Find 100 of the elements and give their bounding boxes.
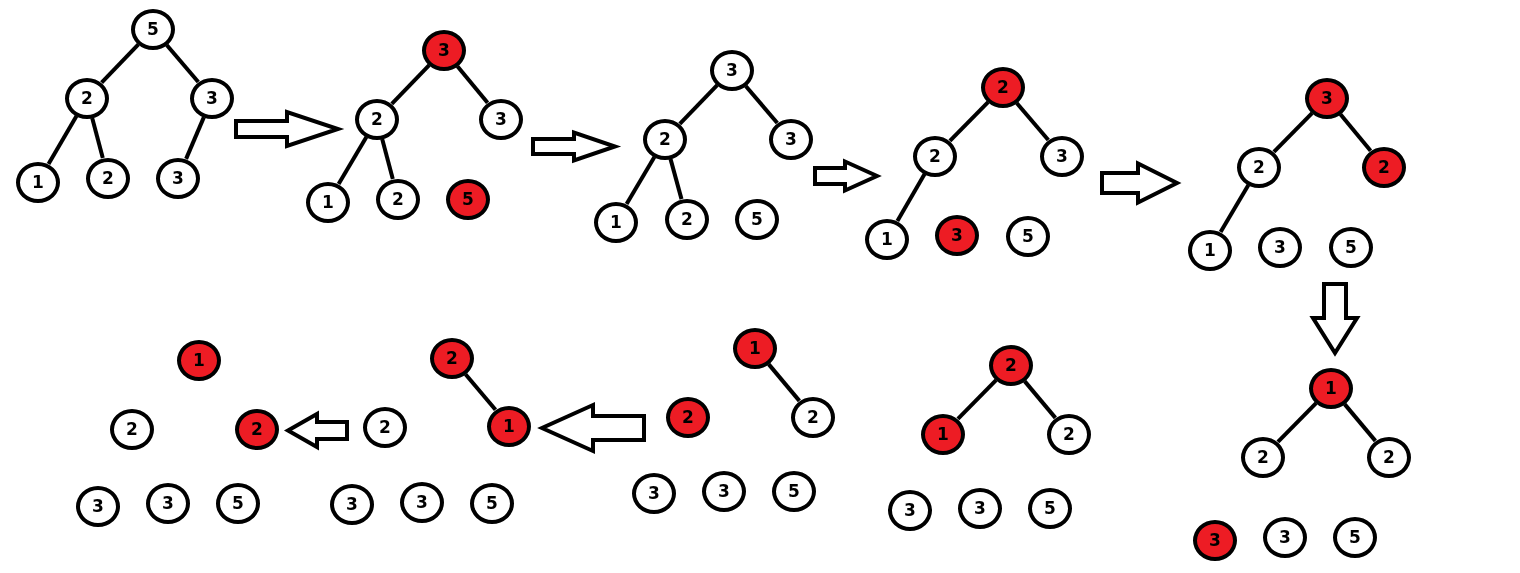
highlighted-tree-node (989, 344, 1033, 386)
highlighted-tree-node (422, 29, 466, 71)
tree-node (363, 406, 407, 448)
heap-tree-figure (328, 336, 533, 526)
node-value: 3 (206, 89, 218, 107)
highlighted-tree-node (981, 66, 1025, 108)
tree-edge (744, 84, 779, 125)
node-value: 5 (1349, 528, 1361, 546)
highlighted-tree-node (1305, 77, 1349, 119)
tree-edge (1343, 402, 1377, 443)
node-value: 3 (1056, 147, 1068, 165)
block-arrow (531, 129, 622, 164)
node-value: 3 (172, 169, 184, 187)
node-value: 3 (1274, 238, 1286, 256)
tree-edge (668, 158, 684, 200)
highlighted-tree-node (430, 337, 474, 379)
tree-node (216, 482, 260, 524)
tree-node (376, 178, 420, 220)
tree-node (355, 98, 399, 140)
tree-node (958, 487, 1002, 529)
tree-node (1241, 436, 1285, 478)
node-value: 2 (659, 130, 671, 148)
node-value: 3 (438, 41, 450, 59)
tree-edge (1338, 112, 1373, 153)
highlighted-tree-node (921, 413, 965, 455)
highlighted-tree-node (446, 178, 490, 220)
node-value: 2 (102, 169, 114, 187)
tree-edge (165, 43, 200, 84)
node-value: 5 (751, 210, 763, 228)
tree-node (865, 218, 909, 260)
tree-edge (956, 378, 998, 421)
node-value: 2 (1378, 158, 1390, 176)
block-arrow (283, 410, 349, 451)
highlighted-tree-node (177, 339, 221, 381)
tree-node (702, 470, 746, 512)
node-value: 2 (1063, 425, 1075, 443)
tree-edge (380, 138, 395, 180)
node-value: 2 (379, 418, 391, 436)
tree-edge (90, 117, 105, 159)
tree-edge (184, 116, 206, 160)
highlighted-tree-node (1193, 519, 1237, 561)
tree-edge (1218, 184, 1251, 233)
block-arrow (537, 401, 646, 455)
tree-edge (678, 83, 719, 126)
tree-node (1047, 413, 1091, 455)
tree-node (1263, 516, 1307, 558)
tree-node (190, 77, 234, 119)
tree-edge (1272, 111, 1314, 154)
tree-edge (336, 136, 369, 185)
node-value: 1 (1204, 241, 1216, 259)
node-value: 5 (1044, 499, 1056, 517)
node-value: 3 (1279, 528, 1291, 546)
tree-node (791, 396, 835, 438)
heap-tree-figure (863, 65, 1086, 261)
node-value: 2 (1005, 356, 1017, 374)
tree-node (710, 49, 754, 91)
node-value: 2 (446, 349, 458, 367)
heap-tree-figure (886, 343, 1093, 532)
tree-node (306, 181, 350, 223)
tree-node (16, 161, 60, 203)
node-value: 3 (951, 226, 963, 244)
tree-node (594, 201, 638, 243)
heap-tree-figure (592, 48, 815, 244)
tree-edge (1015, 101, 1050, 142)
node-value: 3 (718, 482, 730, 500)
tree-node (772, 470, 816, 512)
heap-tree-figure (74, 338, 281, 528)
heap-tree-figure (1186, 76, 1408, 272)
node-value: 2 (371, 110, 383, 128)
heap-tree-figure (304, 28, 525, 224)
node-value: 3 (726, 61, 738, 79)
tree-edge (895, 173, 927, 222)
tree-node (1237, 146, 1281, 188)
block-arrow (1100, 160, 1182, 206)
block-arrow (813, 158, 882, 194)
node-value: 1 (937, 425, 949, 443)
node-value: 2 (681, 210, 693, 228)
tree-edge (390, 63, 431, 106)
tree-node (1006, 215, 1050, 257)
tree-edge (1276, 401, 1318, 444)
tree-node (913, 135, 957, 177)
heap-tree-figure (1191, 366, 1413, 562)
highlighted-tree-node (1362, 146, 1406, 188)
node-value: 5 (232, 494, 244, 512)
tree-node (156, 157, 200, 199)
node-value: 2 (392, 190, 404, 208)
tree-node (1188, 229, 1232, 271)
node-value: 1 (881, 230, 893, 248)
node-value: 2 (251, 420, 263, 438)
block-arrow (1309, 282, 1361, 357)
node-value: 3 (904, 501, 916, 519)
tree-node (470, 482, 514, 524)
tree-node (86, 157, 130, 199)
node-value: 3 (346, 495, 358, 513)
node-value: 2 (807, 408, 819, 426)
node-value: 3 (162, 494, 174, 512)
heap-tree-figure (630, 326, 837, 515)
node-value: 1 (32, 173, 44, 191)
highlighted-tree-node (235, 408, 279, 450)
node-value: 1 (610, 213, 622, 231)
